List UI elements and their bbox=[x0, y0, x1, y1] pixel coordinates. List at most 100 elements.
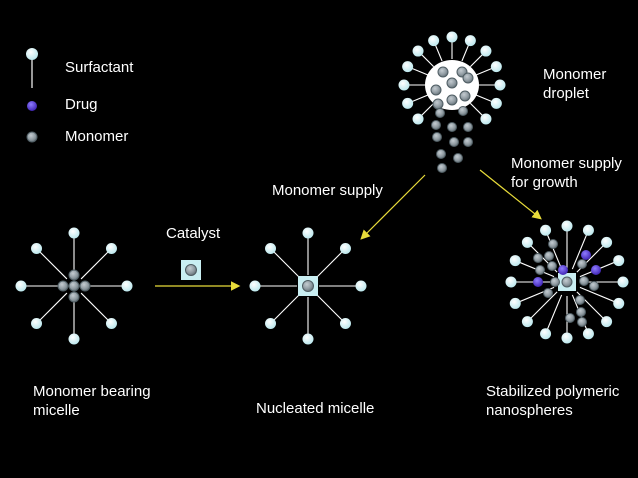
surfactant-head bbox=[15, 280, 27, 292]
monomer bbox=[447, 122, 457, 132]
surfactant-tail bbox=[515, 260, 555, 278]
nucleated-micelle-label: Nucleated micelle bbox=[256, 400, 375, 417]
monomer-supply-growth-label: Monomer supply for growth bbox=[511, 155, 622, 191]
surfactant-tail bbox=[527, 291, 558, 322]
monomer-supply-growth-arrow bbox=[479, 169, 542, 220]
surfactant-tail bbox=[315, 248, 346, 279]
surfactant-tail bbox=[36, 248, 68, 280]
nucleated-micelle bbox=[249, 227, 367, 345]
drug bbox=[591, 265, 601, 275]
monomer bbox=[576, 307, 586, 317]
legend-monomer-label: Monomer bbox=[65, 128, 129, 145]
surfactant-tail bbox=[270, 293, 301, 324]
surfactant-head bbox=[561, 220, 573, 232]
surfactant-tail bbox=[315, 293, 346, 324]
monomer bbox=[463, 122, 473, 132]
surfactant-head bbox=[490, 97, 502, 109]
legend-drug-icon bbox=[27, 101, 37, 111]
monomer bbox=[453, 153, 463, 163]
surfactant-head bbox=[490, 61, 502, 73]
drug bbox=[558, 265, 568, 275]
monomer bbox=[432, 132, 442, 142]
monomer bbox=[435, 108, 445, 118]
surfactant-head bbox=[68, 333, 80, 345]
monomer bbox=[463, 137, 473, 147]
surfactant-tail bbox=[545, 294, 563, 334]
surfactant-head bbox=[302, 333, 314, 345]
monomer bbox=[302, 280, 314, 292]
monomer bbox=[68, 291, 80, 303]
surfactant-head bbox=[446, 31, 458, 43]
monomer bbox=[431, 120, 441, 130]
monomer bbox=[589, 281, 599, 291]
monomer bbox=[579, 276, 589, 286]
surfactant-head bbox=[509, 297, 521, 309]
monomer bbox=[436, 149, 446, 159]
surfactant-head bbox=[412, 113, 424, 125]
monomer-droplet-label: Monomer droplet bbox=[543, 66, 607, 102]
monomer bbox=[544, 251, 554, 261]
drug bbox=[533, 277, 543, 287]
surfactant-head bbox=[601, 236, 613, 248]
stabilized-nanosphere bbox=[505, 220, 629, 344]
monomer bbox=[57, 280, 69, 292]
surfactant-head bbox=[480, 45, 492, 57]
surfactant-tail bbox=[80, 248, 112, 280]
monomer bbox=[548, 239, 558, 249]
surfactant-head bbox=[561, 332, 573, 344]
monomer bbox=[547, 261, 557, 271]
surfactant-head bbox=[601, 316, 613, 328]
monomer bbox=[575, 295, 585, 305]
monomer-bearing-micelle-label: Monomer bearing micelle bbox=[33, 383, 151, 419]
monomer bbox=[437, 66, 449, 78]
surfactant-head bbox=[509, 255, 521, 267]
surfactant-head bbox=[402, 97, 414, 109]
monomer bbox=[550, 277, 560, 287]
legend-drug-label: Drug bbox=[65, 96, 98, 113]
surfactant-tail bbox=[545, 230, 563, 270]
surfactant-head bbox=[339, 317, 351, 329]
catalyst-icon bbox=[181, 260, 201, 280]
surfactant-head bbox=[412, 45, 424, 57]
monomer bbox=[577, 317, 587, 327]
monomer-supply-label: Monomer supply bbox=[272, 182, 383, 199]
surfactant-head bbox=[121, 280, 133, 292]
surfactant-tail bbox=[571, 230, 589, 270]
catalyst-label: Catalyst bbox=[166, 225, 221, 242]
monomer bbox=[446, 77, 458, 89]
surfactant-head bbox=[494, 79, 506, 91]
surfactant-head bbox=[398, 79, 410, 91]
legend bbox=[26, 48, 38, 143]
legend-surfactant-icon bbox=[26, 48, 38, 88]
surfactant-head bbox=[480, 113, 492, 125]
surfactant-tail bbox=[80, 292, 112, 324]
surfactant-head bbox=[402, 61, 414, 73]
stabilized-nanospheres-label: Stabilized polymeric nanospheres bbox=[486, 383, 620, 419]
monomer bbox=[577, 259, 587, 269]
surfactant-head bbox=[617, 276, 629, 288]
surfactant-head bbox=[540, 328, 552, 340]
surfactant-head bbox=[540, 224, 552, 236]
surfactant-head bbox=[339, 243, 351, 255]
monomer-droplet bbox=[398, 31, 506, 125]
surfactant-head bbox=[613, 297, 625, 309]
monomer bbox=[437, 163, 447, 173]
monomer bbox=[535, 265, 545, 275]
surfactant-tail bbox=[36, 292, 68, 324]
surfactant-head bbox=[355, 280, 367, 292]
monomer bbox=[565, 313, 575, 323]
surfactant-head bbox=[105, 243, 117, 255]
monomer bbox=[449, 137, 459, 147]
monomer bbox=[533, 253, 543, 263]
surfactant-head bbox=[31, 243, 43, 255]
monomer bbox=[68, 280, 80, 292]
monomer-stream bbox=[431, 106, 473, 173]
surfactant-head bbox=[31, 317, 43, 329]
legend-monomer-icon bbox=[26, 131, 38, 143]
surfactant-head bbox=[582, 224, 594, 236]
monomer bbox=[459, 90, 471, 102]
monomer bbox=[430, 84, 442, 96]
legend-surfactant-label: Surfactant bbox=[65, 59, 134, 76]
monomer-supply-arrow bbox=[360, 174, 426, 240]
